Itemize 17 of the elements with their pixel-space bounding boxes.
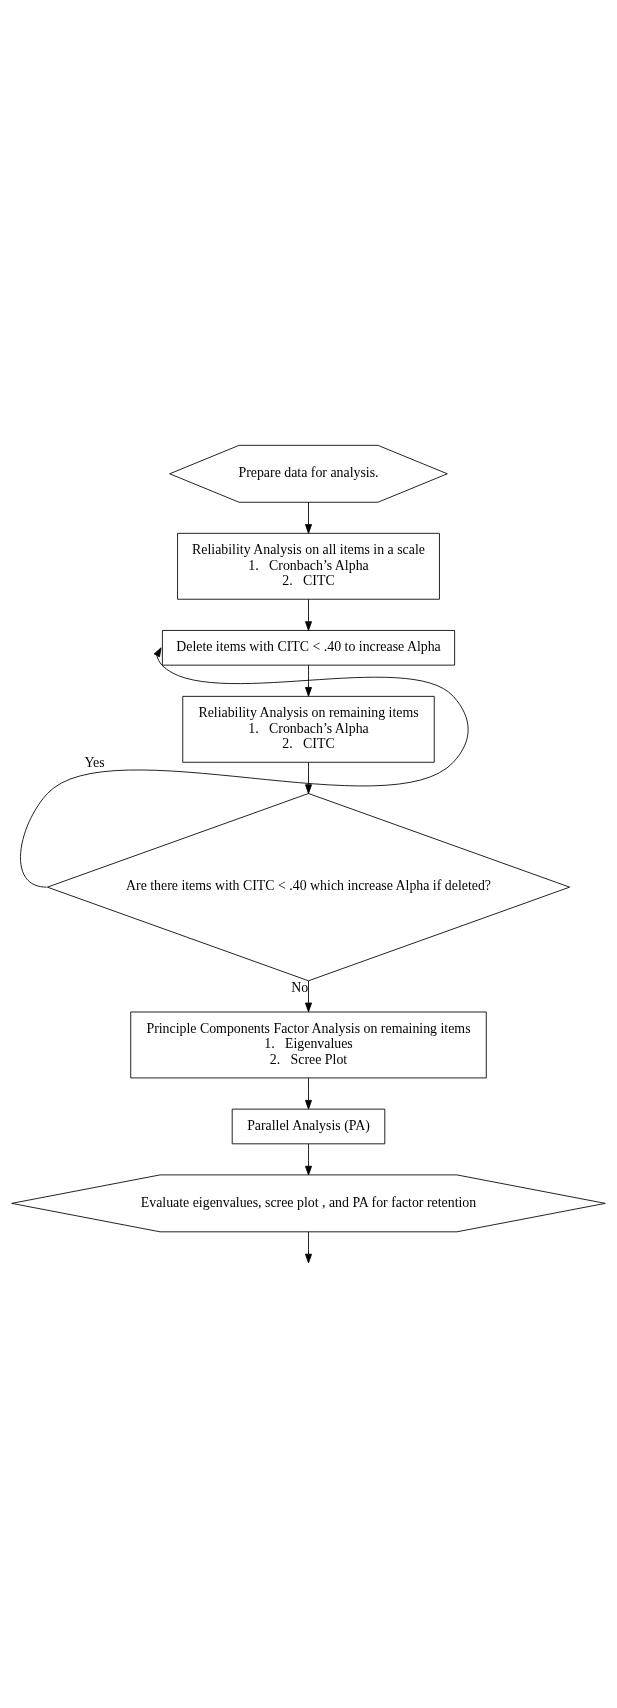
node-box: Parallel Analysis (PA) — [231, 1108, 386, 1144]
arrow — [305, 664, 312, 697]
arrow — [305, 1230, 312, 1263]
arrow — [305, 501, 312, 534]
arrow — [305, 1077, 312, 1109]
edge-label: Yes — [84, 754, 105, 770]
node-box: Reliability Analysis on all items in a scale 1. Cronbach’s Alpha 2. CITC — [177, 532, 440, 600]
node-box: Reliability Analysis on remaining items 1. Cronbach’s Alpha 2. CITC — [182, 695, 435, 763]
edge-label: No — [291, 979, 309, 995]
arrow — [305, 979, 312, 1012]
arrow — [305, 1143, 312, 1175]
node-diamond: Are there items with CITC < .40 which increase Alpha if deleted? — [46, 792, 571, 981]
arrow — [305, 598, 312, 631]
node-box: Delete items with CITC < .40 to increase Alpha — [161, 629, 456, 666]
arrow — [305, 761, 312, 794]
arrow — [20, 646, 469, 888]
node-box: Principle Components Factor Analysis on remaining items 1. Eigenvalues 2. Scree Plot — [130, 1011, 487, 1078]
